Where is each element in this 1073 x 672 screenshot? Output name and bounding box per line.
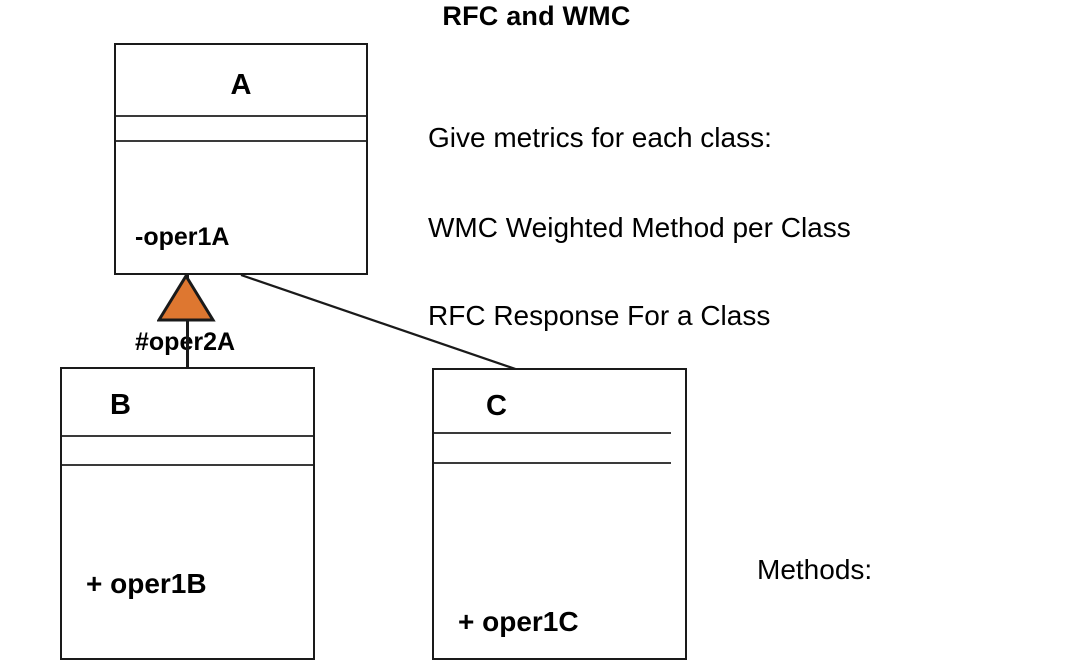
uml-class-a-separator-bottom [116,140,366,142]
uml-operation: #oper2A [135,328,236,356]
uml-class-a-name: A [230,69,252,101]
visibility-legend: Methods: + public - private # protected [757,470,897,672]
uml-class-c-separator-bottom [434,462,671,464]
uml-operation: + oper1C [458,606,579,637]
uml-class-c-separator-top [434,432,671,434]
uml-class-b-separator-bottom [62,464,313,466]
note-line-metrics: Give metrics for each class: [428,122,772,153]
uml-class-b-name: B [110,389,131,421]
uml-class-c-operations: + oper1C + oper2C [458,512,579,672]
uml-class-b[interactable]: B + oper1B + oper2B + oper3B [60,367,315,660]
generalization-arrowhead-icon [157,273,216,322]
legend-heading: Methods: [757,554,873,585]
uml-class-b-separator-top [62,435,313,437]
page-title: RFC and WMC [442,1,631,31]
note-line-wmc: WMC Weighted Method per Class [428,212,851,243]
uml-class-c[interactable]: C + oper1C + oper2C [432,368,687,660]
uml-class-a[interactable]: A -oper1A #oper2A +oper3A [114,43,368,461]
note-line-rfc: RFC Response For a Class [428,300,771,331]
uml-class-b-operations: + oper1B + oper2B + oper3B [86,474,207,672]
uml-class-c-name: C [486,390,507,422]
uml-operation: + oper1B [86,568,207,599]
uml-operation: -oper1A [135,223,230,251]
uml-class-a-separator-top [116,115,366,117]
